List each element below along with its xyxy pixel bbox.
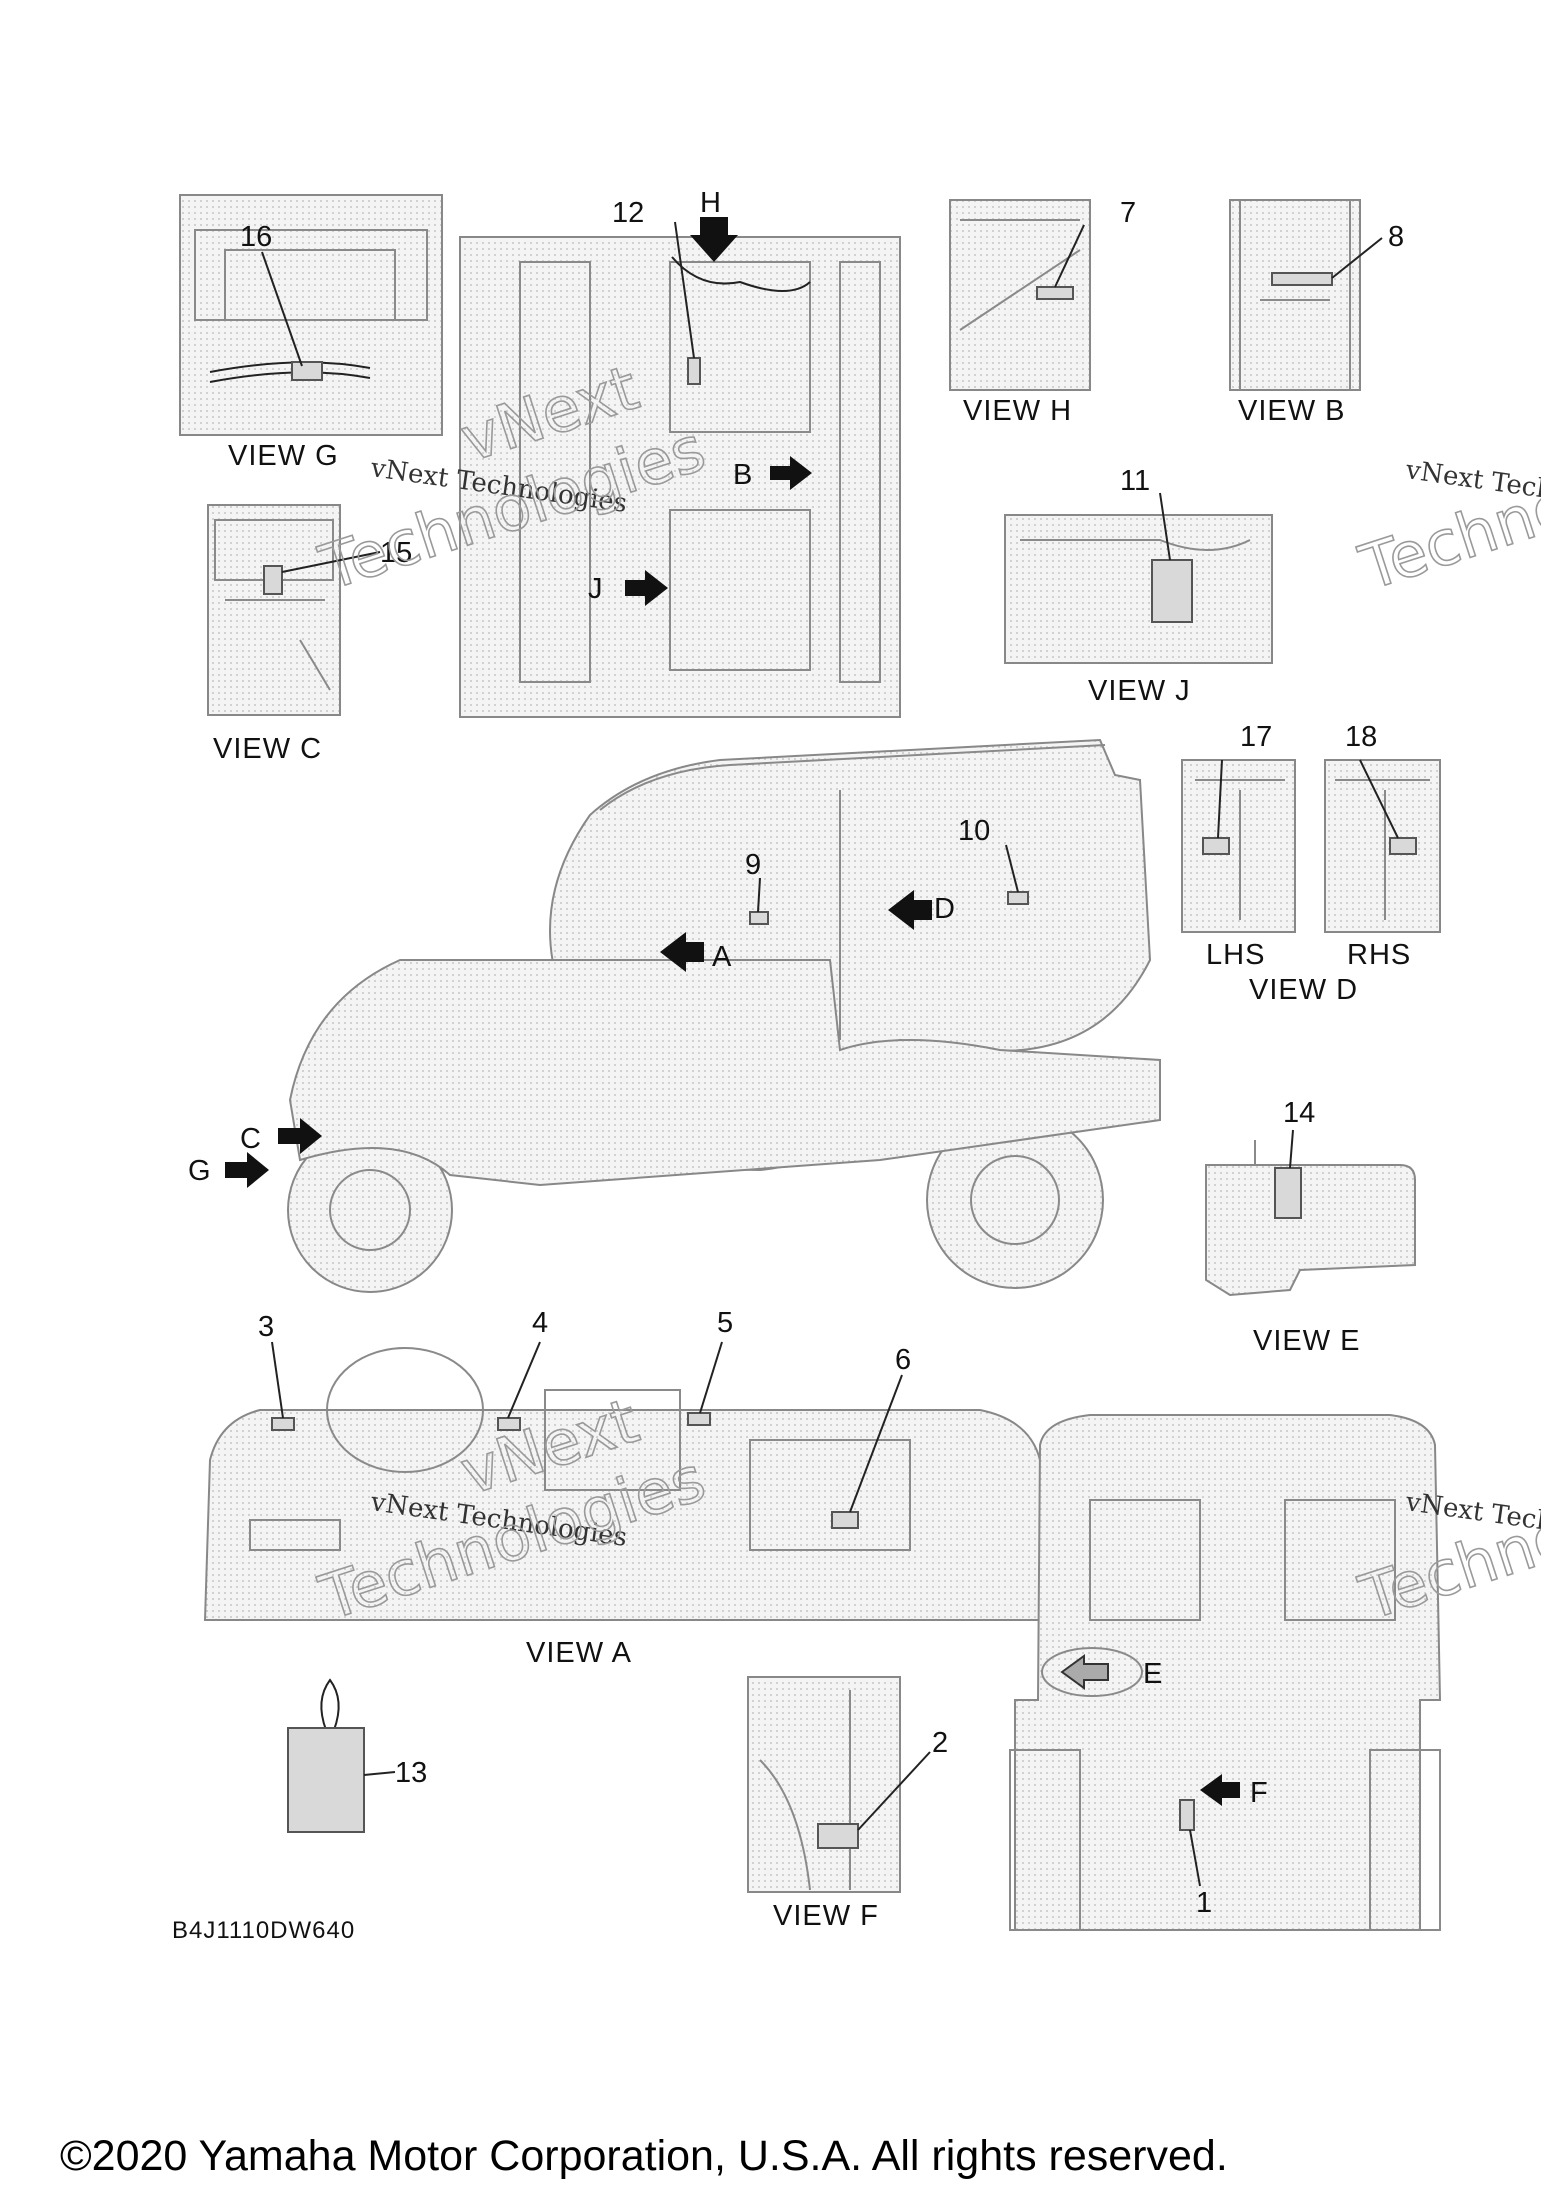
callout-14: 14 [1283, 1097, 1315, 1129]
arrow-label-h: H [700, 187, 721, 219]
callout-1: 1 [1196, 1887, 1212, 1919]
view-d-label: VIEW D [1249, 974, 1358, 1006]
view-b-label: VIEW B [1238, 395, 1346, 427]
callout-17: 17 [1240, 721, 1272, 753]
vehicle-side-view [287, 738, 1161, 1293]
chassis-top-view [459, 221, 901, 718]
arrow-b-icon [770, 456, 812, 490]
callout-7: 7 [1120, 197, 1136, 229]
arrow-label-g: G [188, 1155, 211, 1187]
callout-5: 5 [717, 1307, 733, 1339]
arrow-label-d: D [934, 893, 955, 925]
callout-2: 2 [932, 1727, 948, 1759]
arrow-label-f: F [1250, 1777, 1268, 1809]
view-j-label: VIEW J [1088, 675, 1191, 707]
view-j-panel [1004, 492, 1273, 664]
arrow-label-a: A [712, 941, 732, 973]
vehicle-rear-view [1009, 1414, 1442, 1931]
arrow-f-icon [1200, 1774, 1240, 1806]
view-c-panel [207, 504, 381, 716]
hang-tag-item [287, 1678, 396, 1833]
arrow-j-icon [625, 570, 668, 606]
arrow-label-e: E [1143, 1658, 1162, 1690]
view-d-panel [1181, 759, 1441, 933]
label-tag-icon [287, 1727, 365, 1833]
callout-11: 11 [1120, 465, 1150, 497]
arrow-label-c: C [240, 1123, 261, 1155]
arrow-label-b: B [733, 459, 752, 491]
drawing-code: B4J1110DW640 [172, 1917, 355, 1944]
view-h-panel [949, 199, 1091, 391]
watermark-brand-bottom-3: Technologies [1351, 412, 1541, 605]
callout-4: 4 [532, 1307, 548, 1339]
arrow-c-icon [278, 1118, 322, 1154]
view-h-label: VIEW H [963, 395, 1072, 427]
view-b-panel [1229, 199, 1383, 391]
view-e-panel [1205, 1129, 1416, 1297]
view-d-rhs-label: RHS [1347, 939, 1411, 971]
callout-8: 8 [1388, 221, 1404, 253]
view-a-label: VIEW A [526, 1637, 632, 1669]
view-e-label: VIEW E [1253, 1325, 1361, 1357]
callout-18: 18 [1345, 721, 1377, 753]
view-f-panel [747, 1676, 931, 1893]
callout-10: 10 [958, 815, 990, 847]
view-g-label: VIEW G [228, 440, 339, 472]
arrow-h-icon [690, 217, 738, 262]
view-g-panel [179, 194, 443, 436]
callout-9: 9 [745, 849, 761, 881]
callout-16: 16 [240, 221, 272, 253]
callout-13: 13 [395, 1757, 427, 1789]
arrow-d-icon [888, 890, 932, 930]
view-f-label: VIEW F [773, 1900, 879, 1932]
view-a-panel [203, 1341, 1047, 1621]
arrow-e-icon [1060, 1654, 1109, 1690]
callout-15: 15 [380, 537, 412, 569]
view-d-lhs-label: LHS [1206, 939, 1265, 971]
callout-12: 12 [612, 197, 644, 229]
arrow-a-icon [660, 932, 704, 972]
callout-6: 6 [895, 1344, 911, 1376]
callout-3: 3 [258, 1311, 274, 1343]
copyright-notice: ©2020 Yamaha Motor Corporation, U.S.A. A… [60, 2132, 1228, 2180]
arrow-g-icon [225, 1152, 269, 1188]
view-c-label: VIEW C [213, 733, 322, 765]
arrow-label-j: J [588, 573, 603, 605]
